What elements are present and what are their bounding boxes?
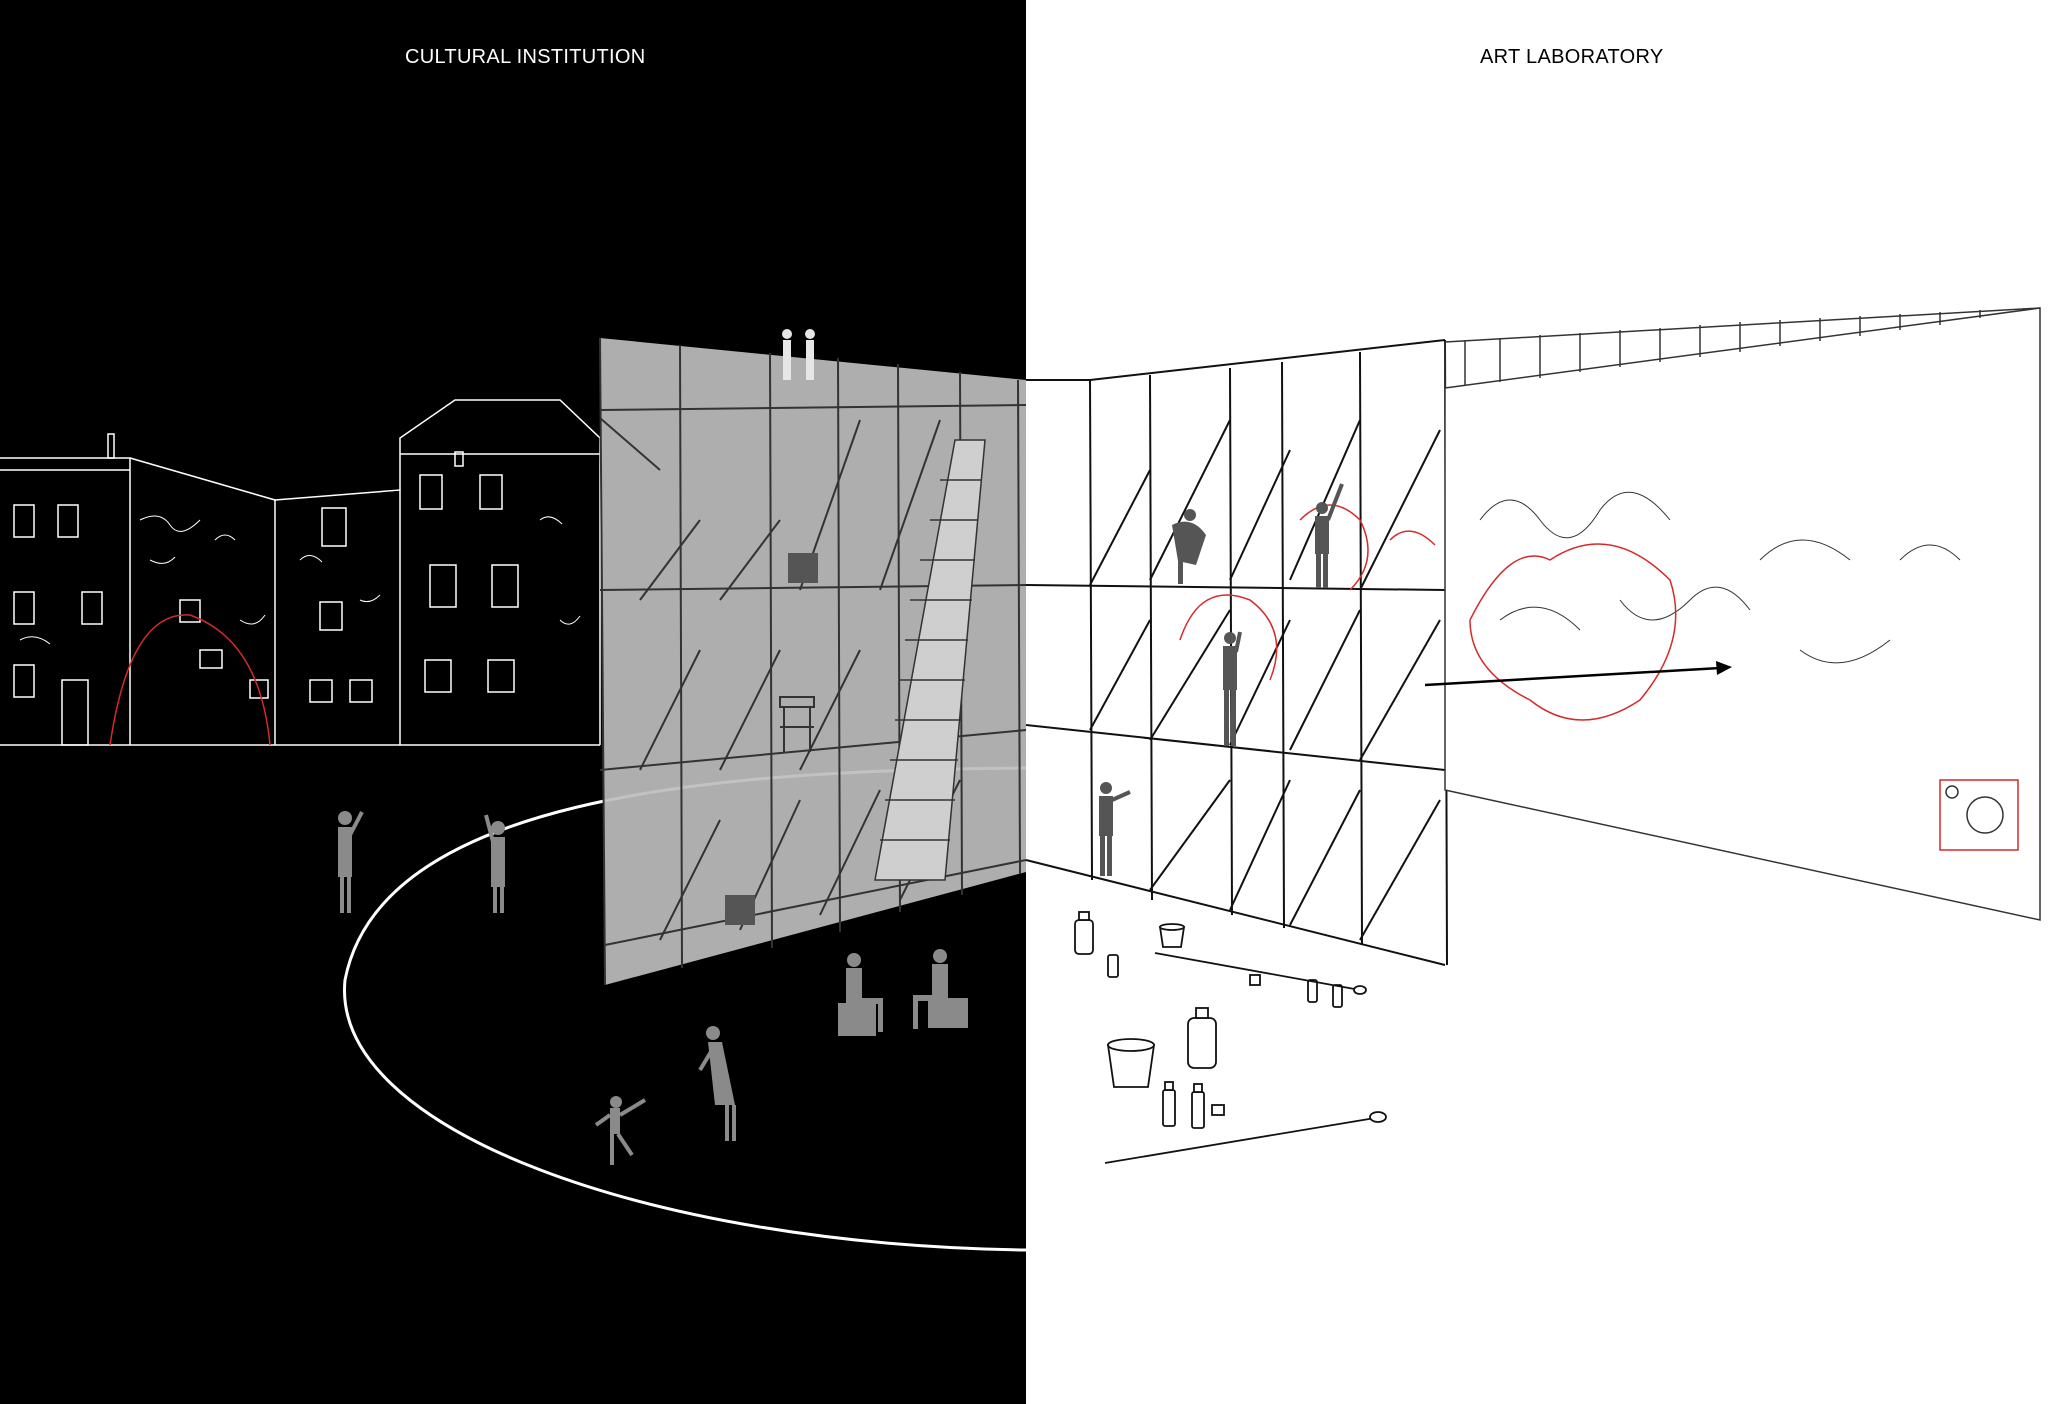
person-icon: [1099, 782, 1131, 876]
title-art-laboratory: ART LABORATORY: [1480, 46, 1664, 68]
paint-bucket-icon: [1106, 1038, 1156, 1088]
mural-wall: [1444, 307, 2041, 921]
red-arch-highlight: [109, 614, 271, 746]
chair-icon: [779, 696, 815, 752]
box-icon: [725, 895, 755, 925]
scaffold-left-section: [599, 329, 1027, 986]
street-facade-elevation: [0, 399, 601, 746]
spray-can-icon: [1107, 954, 1343, 1129]
box-icon: [838, 1003, 876, 1036]
title-cultural-institution: CULTURAL INSTITUTION: [405, 46, 646, 68]
painting-tools: [1074, 911, 1387, 1164]
paint-roller-icon: [1211, 974, 1261, 1116]
person-icon: [782, 329, 815, 380]
paint-bucket-icon: [1074, 911, 1094, 955]
pole-icon: [1104, 952, 1387, 1164]
person-icon: [338, 811, 364, 913]
paint-bucket-icon: [1187, 1007, 1217, 1069]
red-mural-outline: [1179, 504, 1436, 681]
paint-bucket-icon: [1158, 923, 1186, 948]
people-group: [338, 483, 1344, 1165]
staircase: [874, 439, 986, 881]
box-icon: [788, 553, 818, 583]
box-icon: [928, 998, 968, 1028]
person-icon: [913, 949, 948, 1029]
red-mural-figure: [1469, 543, 1677, 721]
person-icon: [846, 953, 883, 1032]
person-icon: [1172, 509, 1206, 584]
person-icon: [698, 1026, 736, 1141]
person-icon: [594, 1096, 647, 1165]
person-icon: [484, 814, 505, 913]
arrow: [1424, 661, 1732, 687]
person-icon: [1223, 631, 1242, 746]
person-icon: [1315, 483, 1344, 588]
